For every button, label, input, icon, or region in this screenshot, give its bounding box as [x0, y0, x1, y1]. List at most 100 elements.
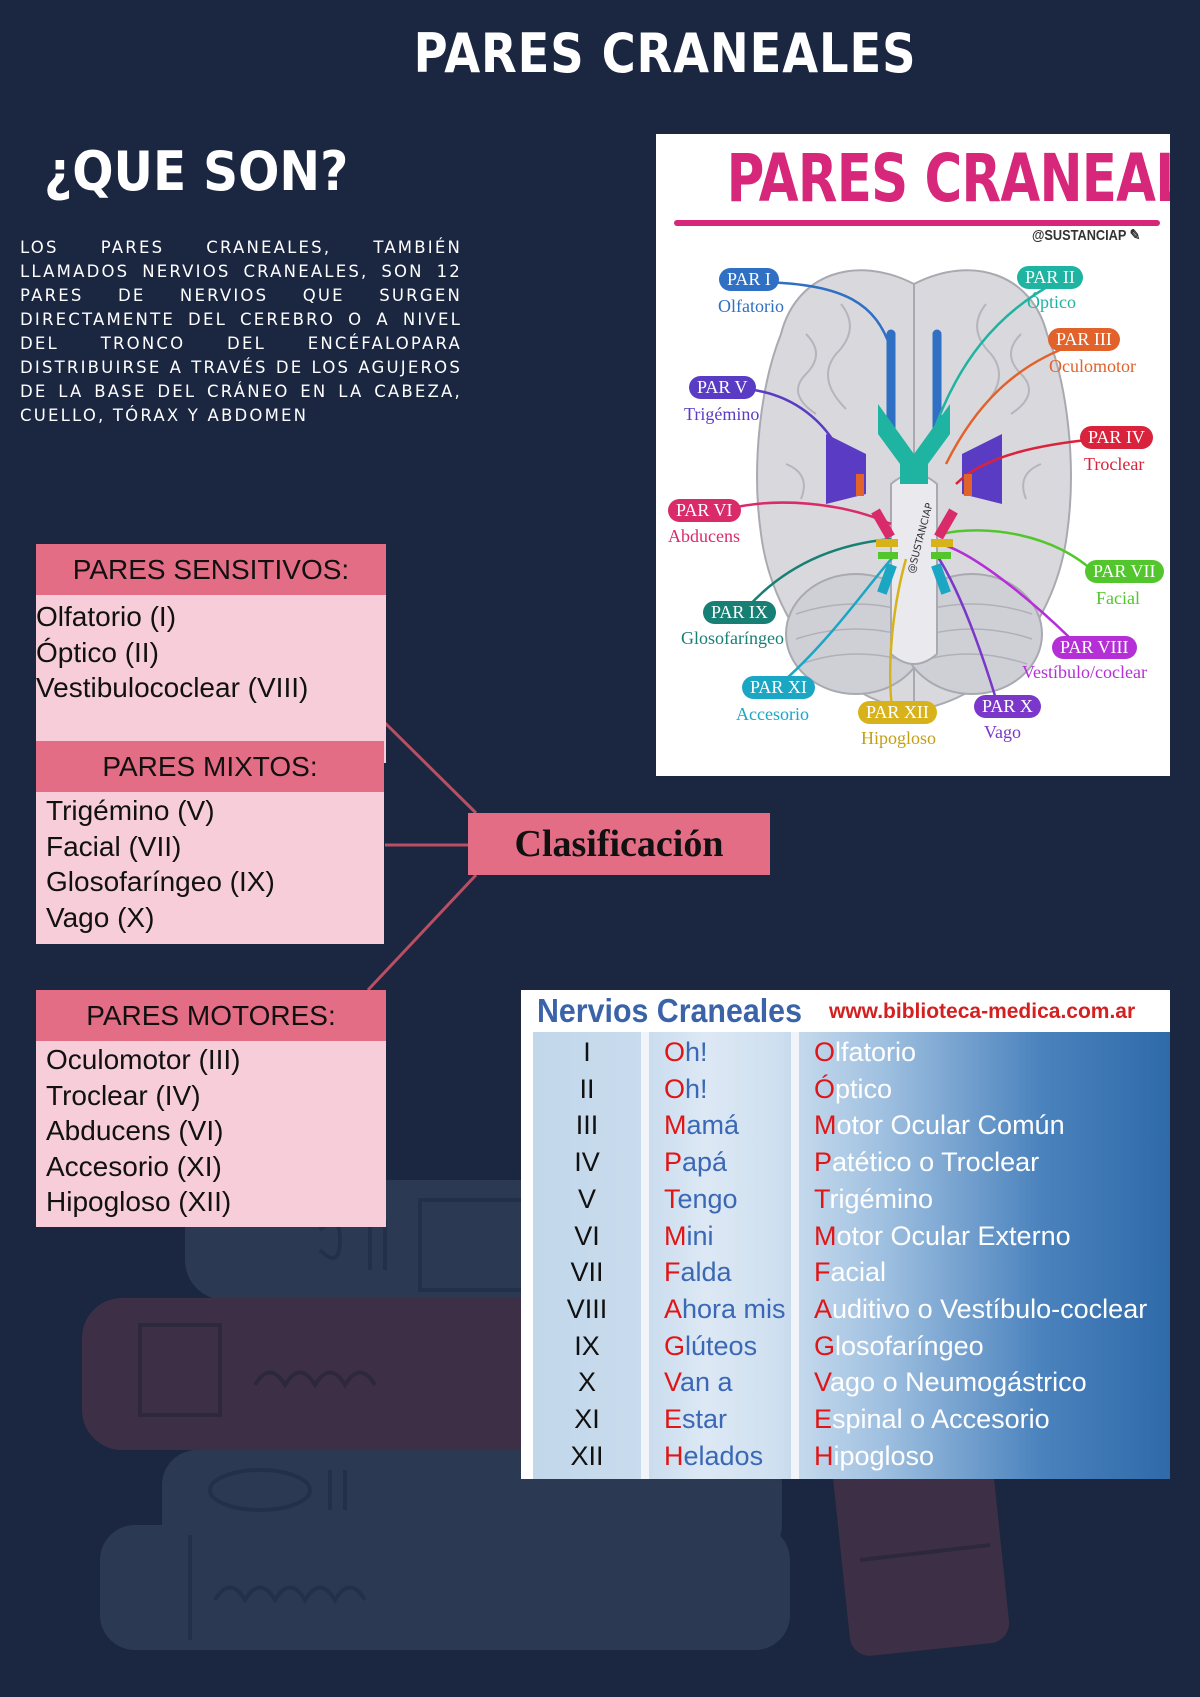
label-par-vii-name: Facial	[1096, 588, 1140, 608]
list-item: Accesorio (XI)	[46, 1150, 222, 1182]
label-par-x-name: Vago	[984, 722, 1021, 742]
mnemonic-word: Oh!	[664, 1073, 708, 1104]
list-item: Trigémino (V)	[46, 795, 215, 826]
mnemonic-word: Oh!	[664, 1037, 708, 1067]
table-body	[533, 1032, 1170, 1479]
nerve-name: Motor Ocular Común	[814, 1110, 1065, 1141]
label-par-xii-name: Hipogloso	[861, 728, 937, 748]
page-title: PARES CRANEALES	[413, 22, 917, 85]
label-par-xi-name: Accesorio	[736, 704, 809, 724]
group-title: PARES SENSITIVOS:	[36, 544, 386, 595]
mnemonic-word: Estar	[664, 1404, 728, 1434]
list-item: Vestibulococlear (VIII)	[36, 672, 309, 703]
group-motores: PARES MOTORES: Oculomotor (III) Troclear…	[36, 990, 386, 1227]
mnemonic-word: Tengo	[664, 1183, 738, 1214]
label-par-iv-name: Troclear	[1084, 454, 1145, 474]
label-par-viii-name: Vestíbulo/coclear	[1022, 662, 1147, 682]
list-item: Troclear (IV)	[46, 1079, 201, 1111]
table-row: I Oh! Olfatorio	[521, 1034, 1170, 1071]
roman-numeral: IV	[574, 1147, 600, 1178]
label-par-iv-tag: PAR IV	[1080, 426, 1153, 449]
roman-numeral: XII	[570, 1440, 604, 1471]
label-par-ix-tag: PAR IX	[703, 601, 776, 624]
nerve-name: Motor Ocular Externo	[814, 1220, 1071, 1251]
table-row: V Tengo Trigémino	[521, 1181, 1170, 1218]
label-par-i-tag: PAR I	[719, 268, 779, 291]
classification-label: Clasificación	[468, 813, 770, 875]
nerve-name: Facial	[814, 1257, 887, 1288]
table-row: II Oh! Óptico	[521, 1071, 1170, 1108]
label-par-vi-name: Abducens	[668, 526, 740, 546]
table-row: IV Papá Patético o Troclear	[521, 1144, 1170, 1181]
nerve-name: Glosofaríngeo	[814, 1330, 984, 1361]
label-par-x-tag: PAR X	[974, 695, 1041, 718]
roman-numeral: I	[583, 1037, 591, 1067]
roman-numeral: IX	[574, 1330, 600, 1361]
list-item: Vago (X)	[46, 901, 155, 933]
mnemonic-word: Ahora mis	[664, 1293, 786, 1324]
group-mixtos: PARES MIXTOS: Trigémino (V) Facial (VII)…	[36, 741, 384, 944]
table-url: www.biblioteca-medica.com.ar	[829, 1000, 1136, 1023]
mnemonic-word: Mamá	[664, 1110, 740, 1141]
table-row: XII Helados Hipogloso	[521, 1438, 1170, 1475]
group-list: Olfatorio (I) Óptico (II) Vestibulococle…	[36, 595, 386, 763]
column-divider	[791, 1032, 799, 1479]
mnemonic-word: Mini	[664, 1220, 714, 1251]
label-par-vi-tag: PAR VI	[668, 499, 741, 522]
label-par-xii-tag: PAR XII	[858, 701, 937, 724]
table-row: III Mamá Motor Ocular Común	[521, 1107, 1170, 1144]
table-title: Nervios Craneales	[537, 992, 802, 1029]
brain-illustration: @SUSTANCIAP	[715, 269, 1097, 710]
label-par-v-tag: PAR V	[689, 376, 756, 399]
roman-numeral: III	[575, 1110, 599, 1141]
list-item: Glosofaríngeo (IX)	[46, 866, 275, 897]
mnemonic-table: Nervios Craneales www.biblioteca-medica.…	[521, 990, 1170, 1479]
list-item: Olfatorio (I)	[36, 601, 177, 632]
nerve-name: Trigémino	[814, 1183, 934, 1214]
mnemonic-word: Papá	[664, 1147, 728, 1178]
label-par-i-name: Olfatorio	[718, 296, 784, 316]
group-title: PARES MIXTOS:	[36, 741, 384, 792]
label-par-iii-name: Oculomotor	[1049, 356, 1136, 376]
group-list: Trigémino (V) Facial (VII) Glosofaríngeo…	[36, 792, 384, 944]
mnemonic-word: Glúteos	[664, 1330, 758, 1361]
roman-numeral: V	[577, 1183, 596, 1214]
label-par-vii-tag: PAR VII	[1085, 560, 1164, 583]
list-item: Óptico (II)	[36, 636, 159, 668]
list-item: Facial (VII)	[46, 830, 182, 862]
nerve-name: Olfatorio	[814, 1037, 917, 1067]
roman-numeral: VII	[570, 1257, 604, 1288]
intro-text: Los pares craneales, también llamados ne…	[20, 238, 462, 425]
figure-title: PARES CRANEALES	[726, 140, 1170, 217]
mnemonic-word: Van a	[664, 1367, 733, 1398]
nerve-name: Auditivo o Vestíbulo-coclear	[814, 1293, 1148, 1324]
cranial-nerves-figure: PARES CRANEALES @SUSTANCIAP ✎ @SUSTANCIA…	[656, 134, 1170, 776]
label-par-ii-tag: PAR II	[1017, 266, 1083, 289]
group-title: PARES MOTORES:	[36, 990, 386, 1041]
mnemonic-word: Helados	[664, 1440, 764, 1471]
table-row: VII Falda Facial	[521, 1254, 1170, 1291]
label-par-v-name: Trigémino	[684, 404, 760, 424]
label-par-iii-tag: PAR III	[1048, 328, 1120, 351]
table-row: IX Glúteos Glosofaríngeo	[521, 1328, 1170, 1365]
label-par-ix-name: Glosofaríngeo	[681, 628, 784, 648]
roman-numeral: X	[577, 1367, 596, 1398]
label-par-viii-tag: PAR VIII	[1052, 636, 1137, 659]
column-divider	[641, 1032, 649, 1479]
roman-numeral: VI	[574, 1220, 600, 1251]
nerve-name: Hipogloso	[814, 1440, 935, 1471]
nerve-name: Patético o Troclear	[814, 1147, 1040, 1178]
figure-handle: @SUSTANCIAP ✎	[1032, 227, 1141, 244]
roman-numeral: II	[579, 1073, 595, 1104]
nerve-name: Óptico	[814, 1073, 893, 1104]
mnemonic-word: Falda	[664, 1257, 732, 1288]
roman-numeral: XI	[574, 1404, 600, 1434]
nerve-name: Vago o Neumogástrico	[814, 1367, 1087, 1398]
list-item: Oculomotor (III)	[46, 1044, 241, 1075]
table-row: X Van a Vago o Neumogástrico	[521, 1364, 1170, 1401]
label-par-xi-tag: PAR XI	[742, 676, 815, 699]
list-item: Abducens (VI)	[46, 1115, 224, 1146]
group-list: Oculomotor (III) Troclear (IV) Abducens …	[36, 1041, 386, 1227]
